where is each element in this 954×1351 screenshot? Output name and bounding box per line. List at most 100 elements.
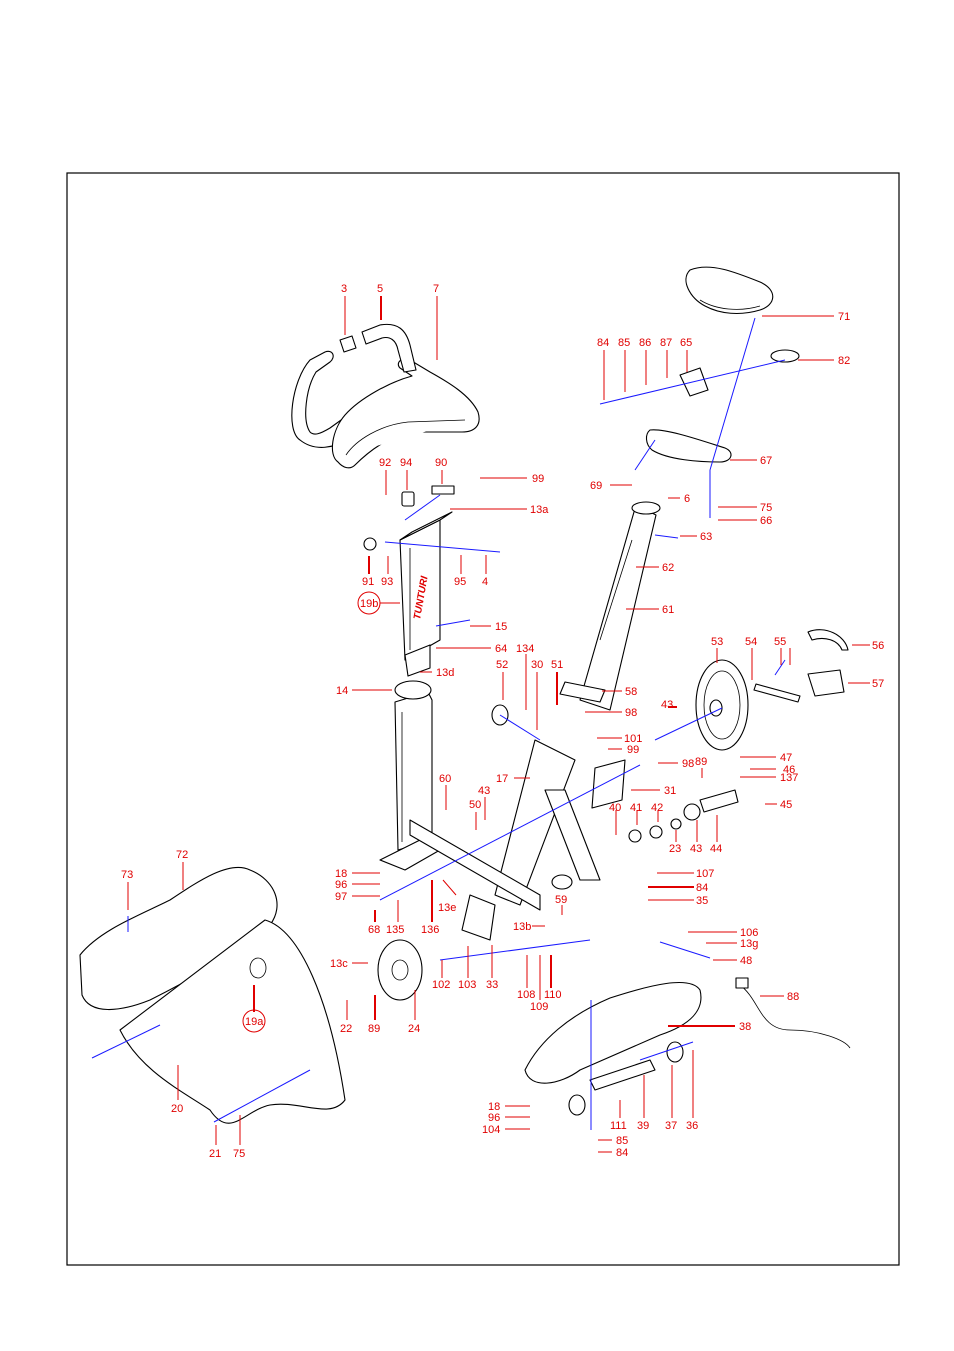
part-label: 98 (625, 707, 637, 719)
part-label: 59 (555, 894, 567, 906)
part-label: 31 (664, 785, 676, 797)
part-label: 99 (627, 744, 639, 756)
part-label: 88 (787, 991, 799, 1003)
callout-circle-19b (357, 591, 381, 615)
part-label: 3 (341, 283, 347, 295)
part-label: 109 (530, 1001, 548, 1013)
part-label: 19b (360, 598, 378, 610)
part-label: 19a (245, 1016, 264, 1028)
front-wheel-part (377, 939, 423, 1001)
base-part (524, 981, 702, 1116)
part-label: 72 (176, 849, 188, 861)
part-label: 93 (381, 576, 393, 588)
part-label: 43 (661, 699, 673, 711)
part-label: 48 (740, 955, 752, 967)
part-label: 55 (774, 636, 786, 648)
part-label: 18 (335, 868, 347, 880)
part-label: 61 (662, 604, 674, 616)
part-label: 102 (432, 979, 450, 991)
part-label: 66 (760, 515, 772, 527)
part-label: 43 (478, 785, 490, 797)
part-label: 62 (662, 562, 674, 574)
part-label: 107 (696, 868, 714, 880)
part-label: 87 (660, 337, 672, 349)
part-label: 4 (482, 576, 488, 588)
seat-part (685, 266, 774, 315)
part-label: 85 (616, 1135, 628, 1147)
part-label: 13c (330, 958, 348, 970)
part-label: 33 (486, 979, 498, 991)
flywheel-part (695, 659, 749, 751)
part-label: 97 (335, 891, 347, 903)
front-upright-part (379, 680, 441, 871)
part-label: 38 (739, 1021, 751, 1033)
part-label: 92 (379, 457, 391, 469)
part-label: 110 (544, 989, 562, 1001)
part-label: 136 (421, 924, 439, 936)
part-label: 40 (609, 802, 621, 814)
part-label: 15 (495, 621, 507, 633)
part-label: 85 (618, 337, 630, 349)
part-label: 41 (630, 802, 642, 814)
part-label: 35 (696, 895, 708, 907)
part-label: 89 (695, 756, 707, 768)
part-label: 39 (637, 1120, 649, 1132)
part-label: 99 (532, 473, 544, 485)
part-label: 84 (696, 882, 708, 894)
part-label: 91 (362, 576, 374, 588)
part-label: 13g (740, 938, 758, 950)
part-label: 90 (435, 457, 447, 469)
part-label: 21 (209, 1148, 221, 1160)
part-label: 14 (336, 685, 348, 697)
part-label: 104 (482, 1124, 500, 1136)
part-label: 68 (368, 924, 380, 936)
part-label: 135 (386, 924, 404, 936)
part-label: 13d (436, 667, 454, 679)
part-label: 75 (233, 1148, 245, 1160)
part-label: 94 (400, 457, 412, 469)
part-label: 57 (872, 678, 884, 690)
part-label: 20 (171, 1103, 183, 1115)
part-label: 24 (408, 1023, 420, 1035)
housing-part (461, 681, 626, 941)
knob-part (363, 537, 377, 551)
part-label: 108 (517, 989, 535, 1001)
part-number-labels: 3 5 7 92 94 90 99 13a 91 93 95 4 19b 15 … (121, 283, 884, 1160)
handlebar-part (291, 323, 480, 469)
part-label: 96 (335, 879, 347, 891)
part-label: 50 (469, 799, 481, 811)
part-label: 7 (433, 283, 439, 295)
part-label: 67 (760, 455, 772, 467)
power-cord-part (735, 977, 851, 1049)
part-label: 13a (530, 504, 549, 516)
part-label: 89 (368, 1023, 380, 1035)
part-label: 106 (740, 927, 758, 939)
seat-post-part (579, 501, 661, 711)
part-label: 84 (597, 337, 609, 349)
part-label: 30 (531, 659, 543, 671)
part-label: 101 (624, 733, 642, 745)
pedal-part (753, 629, 849, 703)
part-label: 96 (488, 1112, 500, 1124)
part-label: 111 (610, 1120, 627, 1132)
part-label: 60 (439, 773, 451, 785)
handlebar-stem-part: TUNTURI (363, 485, 455, 677)
part-label: 18 (488, 1101, 500, 1113)
part-label: 36 (686, 1120, 698, 1132)
part-label: 23 (669, 843, 681, 855)
part-label: 5 (377, 283, 383, 295)
part-label: 84 (616, 1147, 628, 1159)
part-label: 47 (780, 752, 792, 764)
part-label: 103 (458, 979, 476, 991)
part-label: 75 (760, 502, 772, 514)
part-label: 43 (690, 843, 702, 855)
left-cover-part (79, 866, 346, 1124)
part-label: 73 (121, 869, 133, 881)
part-label: 17 (496, 773, 508, 785)
part-label: 86 (639, 337, 651, 349)
main-frame-part (409, 739, 601, 911)
part-label: 53 (711, 636, 723, 648)
bearing-stack-part (628, 789, 739, 843)
part-label: 95 (454, 576, 466, 588)
